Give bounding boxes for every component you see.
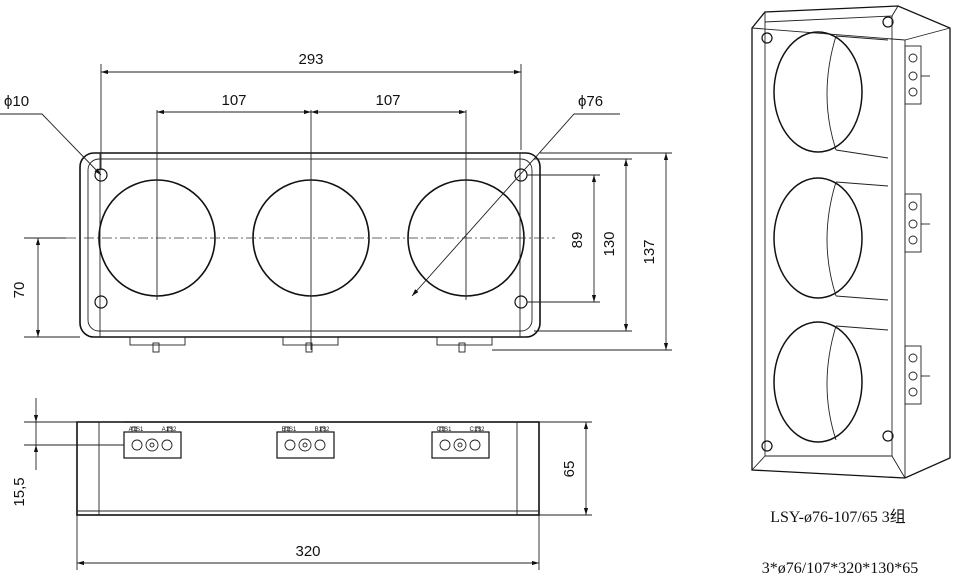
dim-65: 65 bbox=[539, 421, 592, 516]
dim-phi10-label: ϕ10 bbox=[4, 93, 29, 110]
dim-293: 293 bbox=[100, 51, 522, 170]
dim-15-5: 15,5 bbox=[11, 398, 124, 507]
dim-107-left-label: 107 bbox=[221, 92, 246, 109]
dim-65-label: 65 bbox=[561, 461, 578, 478]
dim-320: 320 bbox=[76, 515, 540, 570]
iso-terminals bbox=[904, 45, 930, 405]
dim-70: 70 bbox=[11, 237, 80, 338]
bottom-body-outer bbox=[76, 421, 540, 516]
terminal-label: C1S1 bbox=[436, 427, 452, 433]
dim-phi76: ϕ76 bbox=[411, 93, 620, 297]
terminal-label: B1S2 bbox=[315, 427, 330, 433]
terminal-block-a: A1S1 A1S2 bbox=[123, 426, 182, 459]
dim-137: 137 bbox=[492, 152, 672, 351]
terminal-block-c: C1S1 C1S2 bbox=[431, 426, 490, 459]
front-terminal-blocks bbox=[129, 336, 493, 353]
dim-89: 89 bbox=[527, 174, 600, 303]
terminal-label: A1S2 bbox=[162, 427, 177, 433]
terminal-label: A1S1 bbox=[129, 427, 144, 433]
terminal-block-b: B1S1 B1S2 bbox=[276, 426, 335, 459]
dim-89-label: 89 bbox=[569, 232, 586, 249]
dim-107: 107 107 bbox=[157, 92, 466, 115]
dim-15-5-label: 15,5 bbox=[11, 477, 28, 506]
isometric-view bbox=[751, 5, 951, 479]
dim-130: 130 bbox=[534, 158, 632, 332]
dim-293-label: 293 bbox=[298, 51, 323, 68]
dim-320-label: 320 bbox=[295, 543, 320, 560]
bottom-view: A1S1 A1S2 B1S1 B1S2 C1S1 C1S2 bbox=[11, 398, 592, 570]
dim-107-right-label: 107 bbox=[375, 92, 400, 109]
front-view: 293 107 107 ϕ10 ϕ76 70 bbox=[0, 51, 672, 353]
dim-70-label: 70 bbox=[11, 282, 28, 299]
terminal-label: B1S1 bbox=[282, 427, 297, 433]
dim-137-label: 137 bbox=[641, 239, 658, 264]
dim-phi76-label: ϕ76 bbox=[578, 93, 603, 110]
model-caption: LSY-ø76-107/65 3组 bbox=[770, 508, 906, 526]
terminal-label: C1S2 bbox=[469, 427, 485, 433]
spec-caption: 3*ø76/107*320*130*65 bbox=[762, 560, 918, 577]
dim-130-label: 130 bbox=[601, 231, 618, 256]
front-body-inner bbox=[87, 158, 533, 332]
iso-openings bbox=[773, 31, 889, 443]
dim-phi10: ϕ10 bbox=[0, 93, 102, 176]
